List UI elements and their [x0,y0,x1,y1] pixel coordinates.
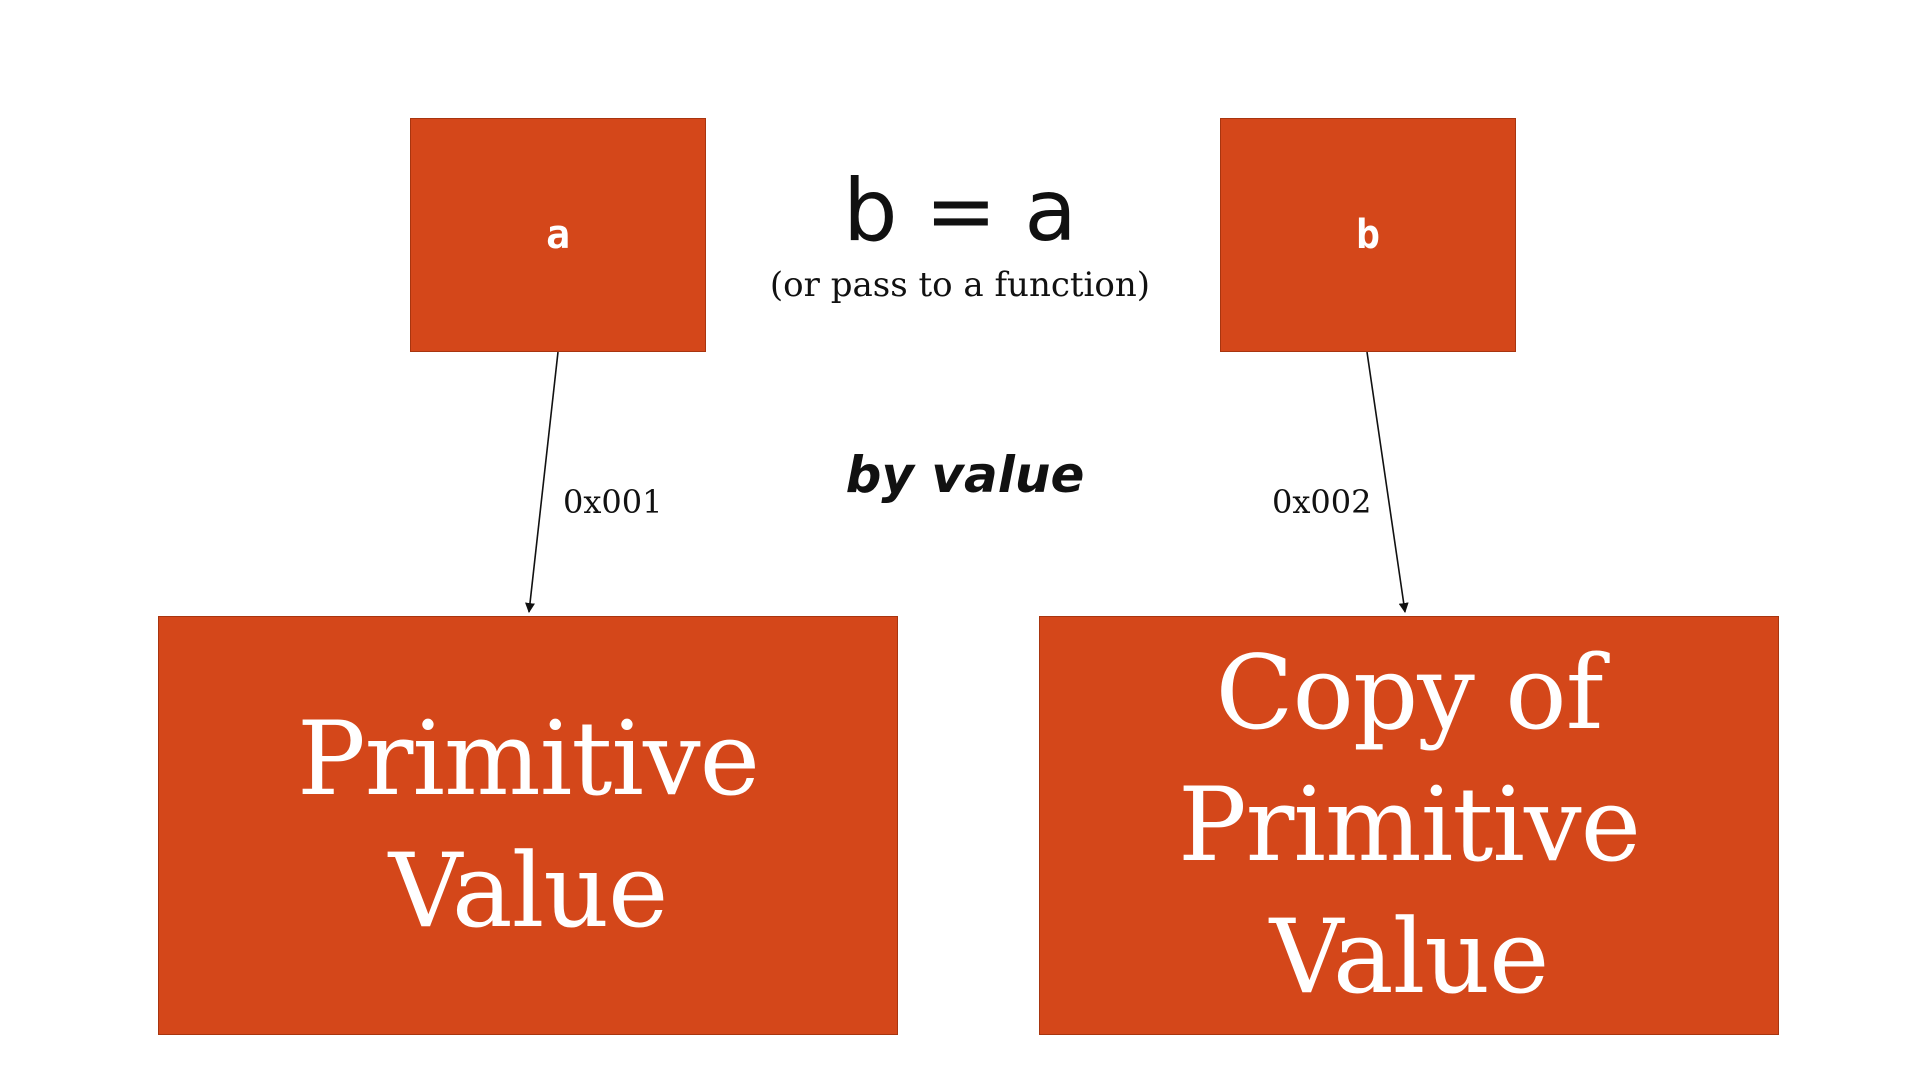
copy-value-line-2: Primitive [1178,765,1641,885]
assignment-note: (or pass to a function) [769,265,1151,305]
variable-b-label: b [1355,212,1381,258]
by-value-label: by value [845,446,1085,504]
assignment-expression: b = a [842,161,1078,261]
primitive-value-box: Primitive Value [158,616,898,1035]
variable-a-box: a [410,118,706,352]
address-b-label: 0x002 [1272,483,1372,521]
address-a-label: 0x001 [563,483,663,521]
arrow-a-to-value [525,351,559,613]
primitive-value-line-1: Primitive [297,699,760,819]
copy-of-primitive-value-box: Copy of Primitive Value [1039,616,1779,1035]
copy-value-line-1: Copy of [1215,633,1604,753]
primitive-value-line-2: Value [388,831,669,951]
primitive-value-text: Primitive Value [297,694,760,958]
variable-b-box: b [1220,118,1516,352]
variable-a-label: a [545,212,571,258]
arrow-b-to-copy [1366,351,1409,613]
copy-value-line-3: Value [1269,897,1550,1017]
copy-value-text: Copy of Primitive Value [1178,628,1641,1024]
